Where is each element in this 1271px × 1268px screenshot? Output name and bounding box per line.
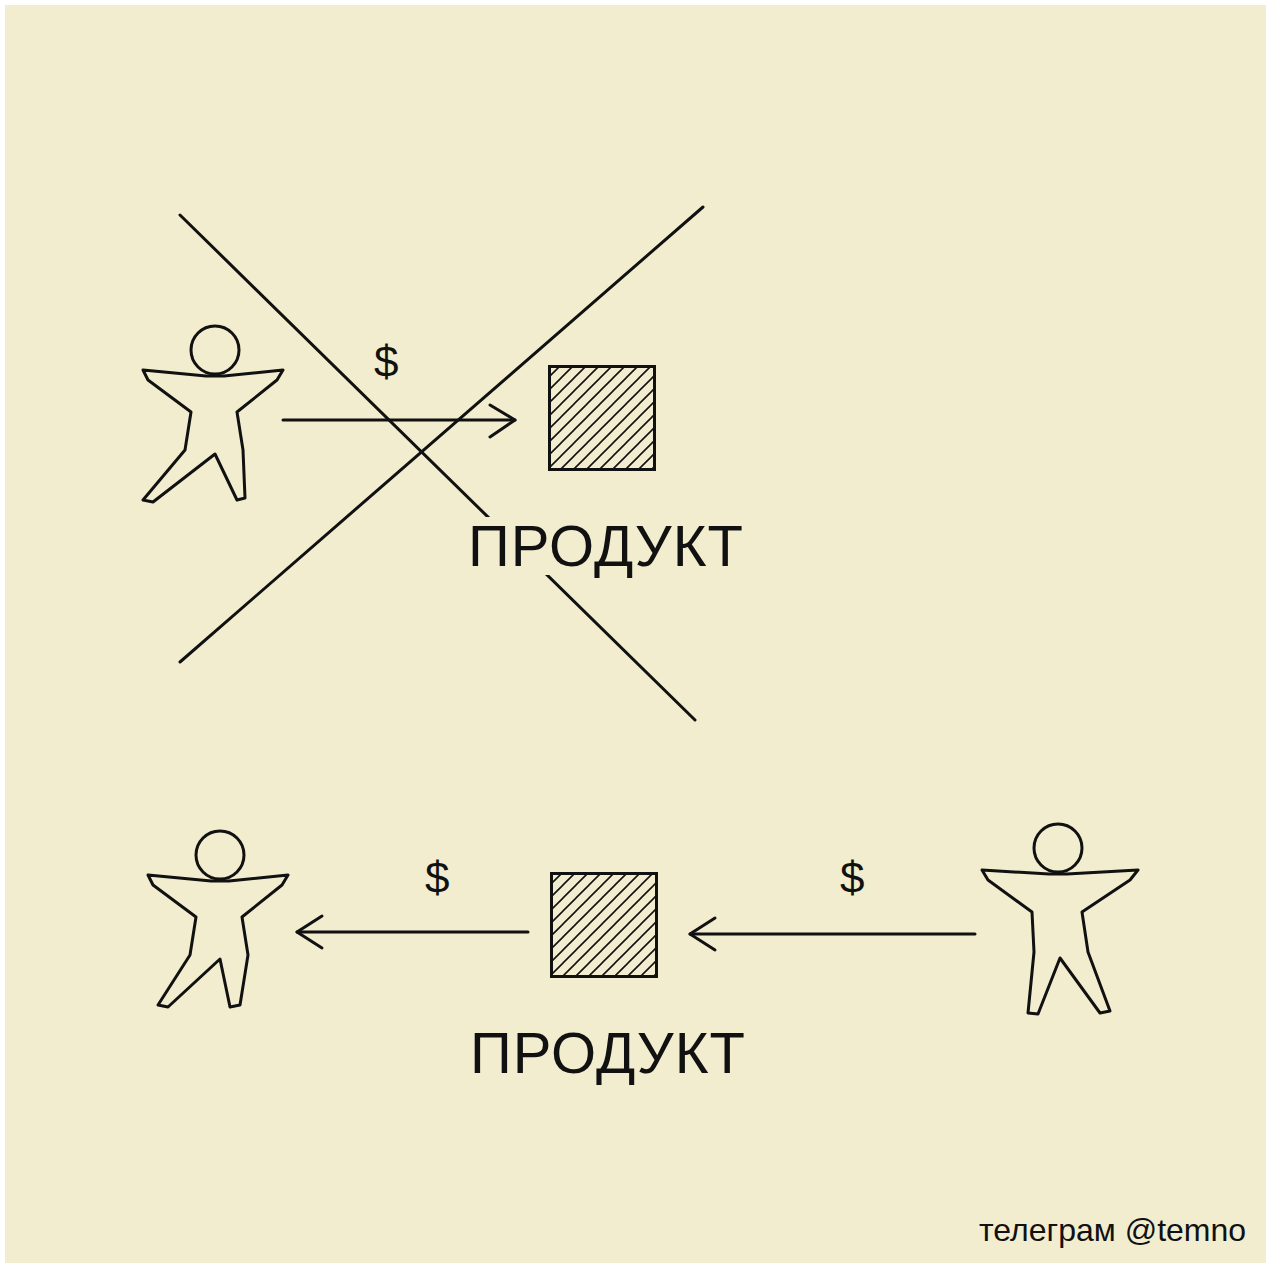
product-box: ПРОДУКТ [548, 365, 656, 471]
seller-figure [148, 831, 288, 1007]
money-sign: $ [425, 856, 449, 900]
money-sign: $ [840, 856, 864, 900]
square-outline [550, 367, 655, 470]
hatched-square [548, 365, 656, 471]
product-box: ПРОДУКТ [550, 872, 658, 978]
customer-figure [143, 326, 283, 502]
money-arrow [690, 918, 975, 950]
cross-out [180, 207, 703, 720]
money-arrow [283, 405, 515, 437]
hatched-square [550, 872, 658, 978]
money-arrow [297, 916, 528, 948]
customer-figure [982, 824, 1138, 1014]
product-label: ПРОДУКТ [468, 1024, 748, 1082]
watermark: телеграм @temno [979, 1214, 1246, 1246]
money-sign: $ [374, 340, 398, 384]
product-label: ПРОДУКТ [466, 517, 746, 575]
square-outline [552, 874, 657, 977]
